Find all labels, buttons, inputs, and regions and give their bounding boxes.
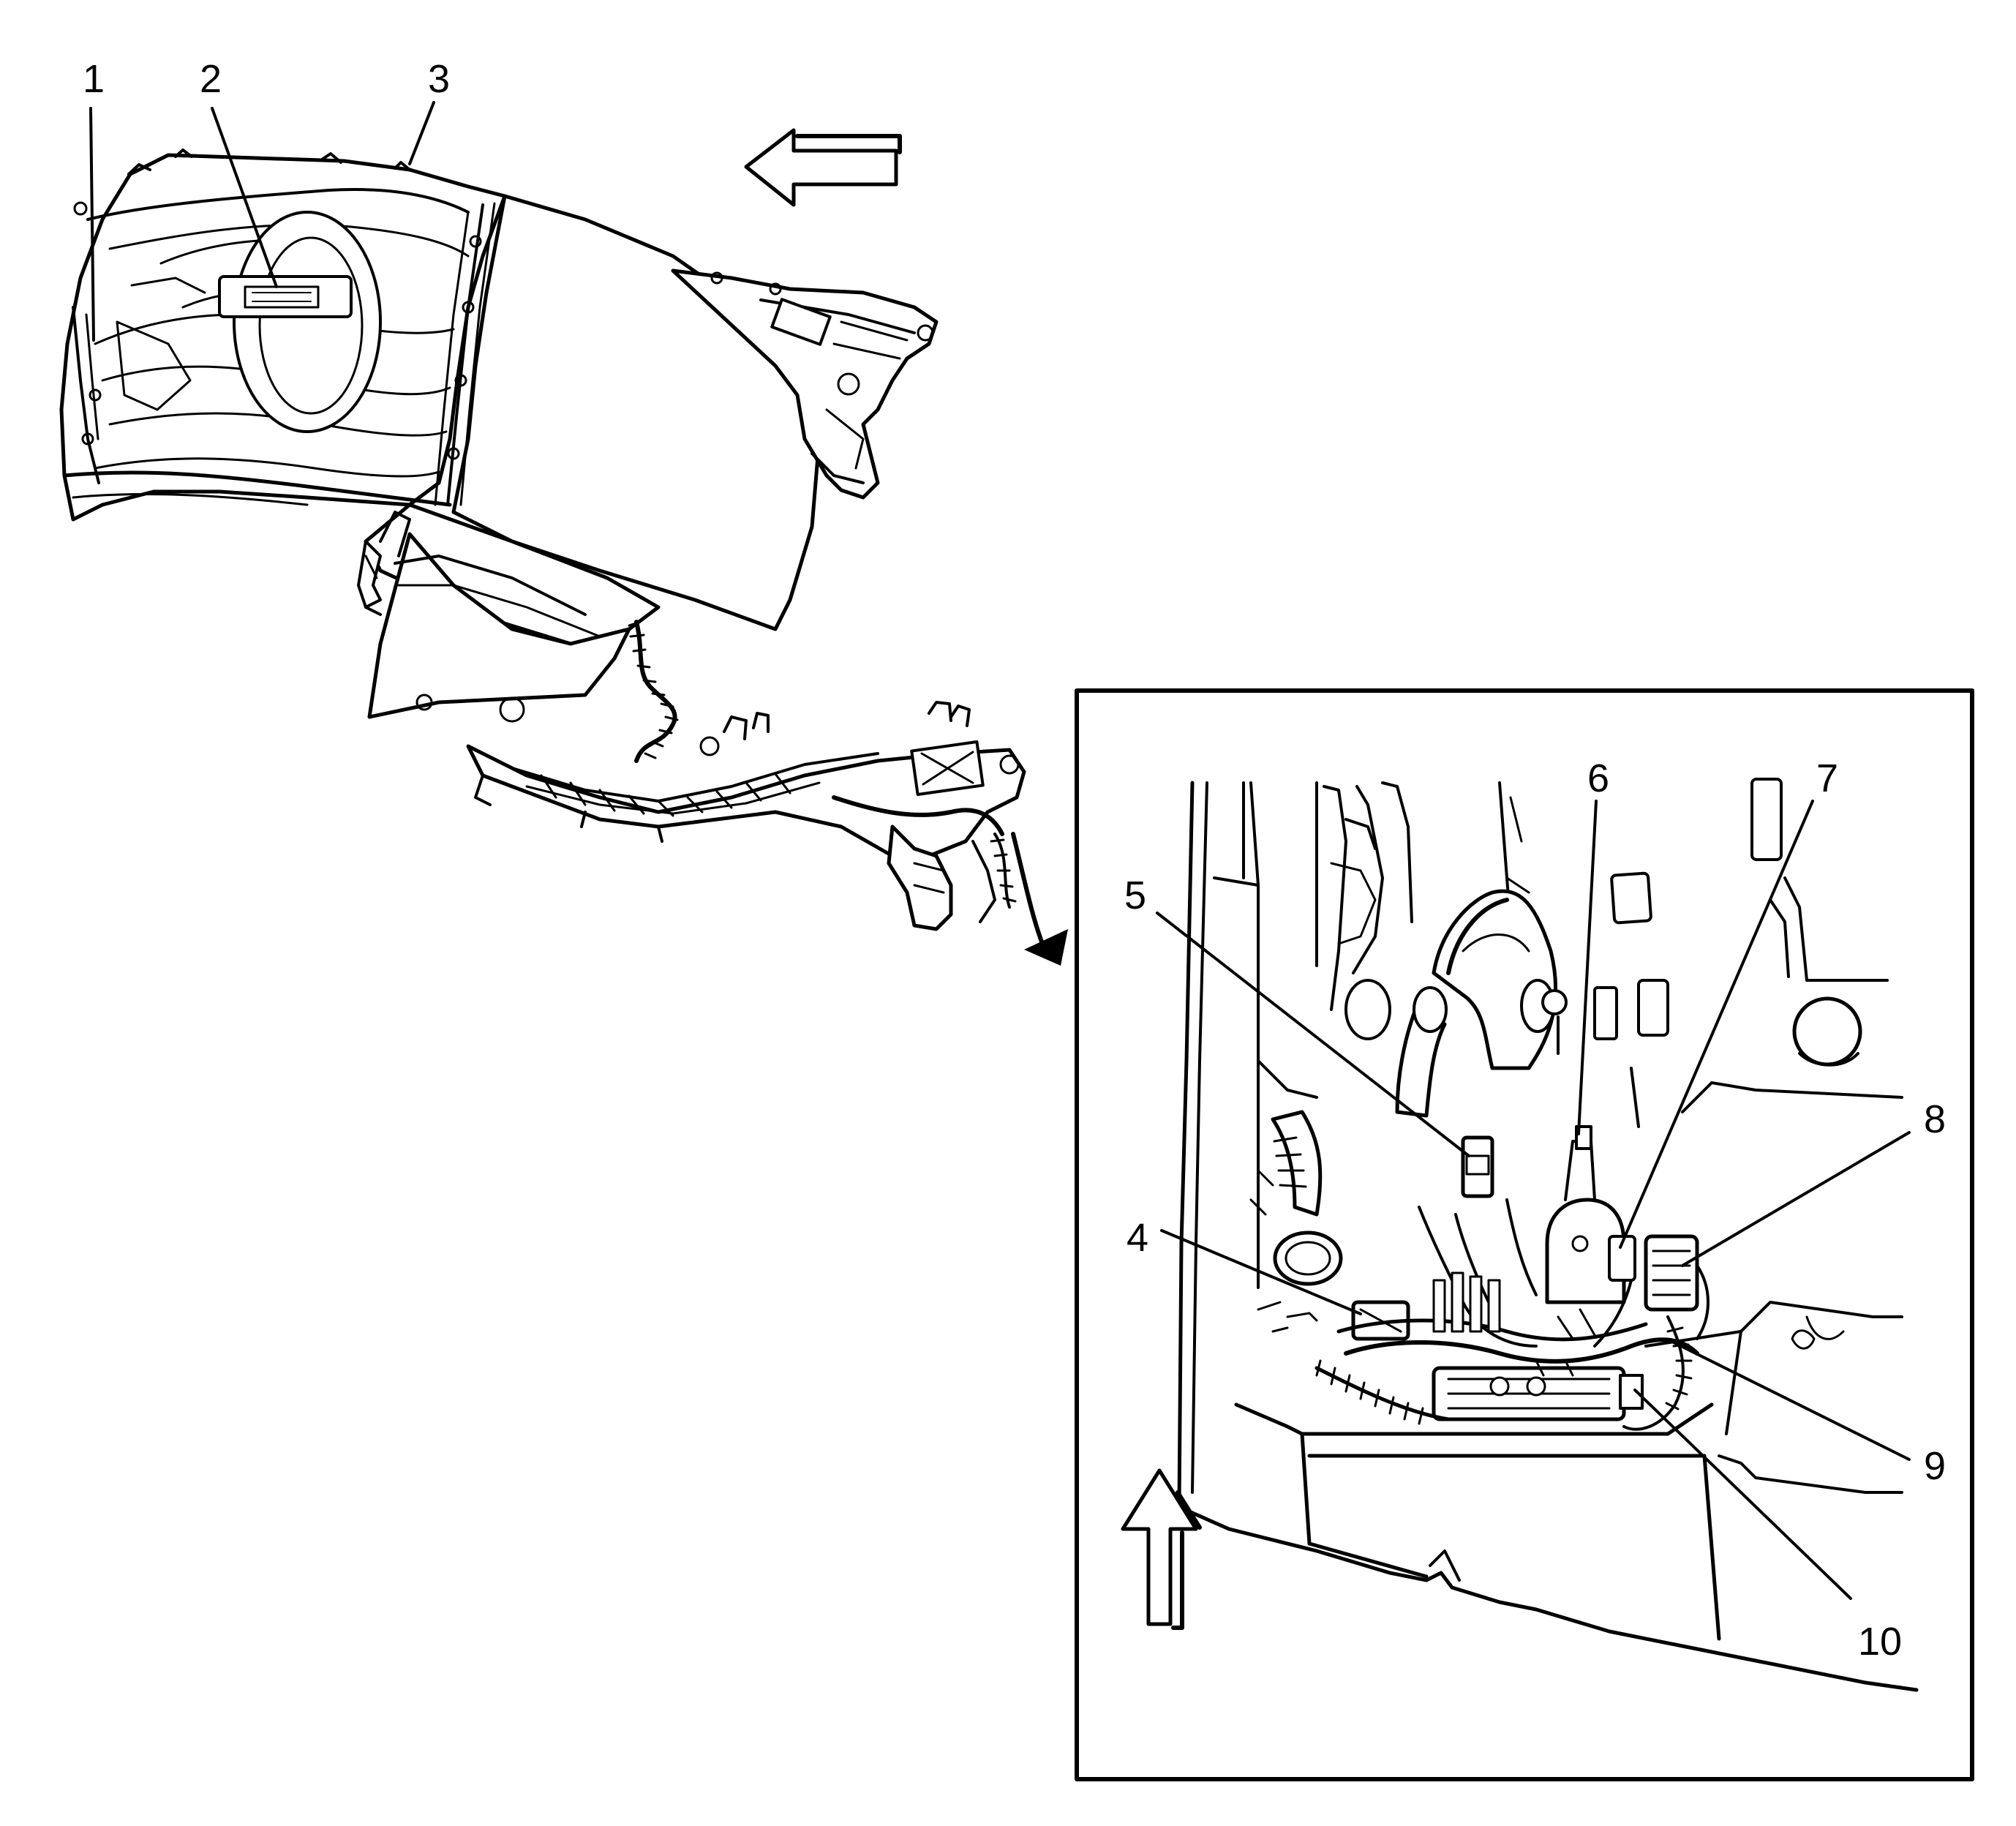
leader-line-10 [1633,1389,1852,1600]
up-arrow-icon [1121,1468,1202,1630]
callout-6: 6 [1587,756,1609,800]
detail-inset [1075,688,1974,1781]
leader-line-6 [1577,800,1598,1135]
callout-9: 9 [1924,1444,1946,1488]
inset-upper-components [1249,781,1530,1216]
module-7 [1608,1235,1636,1282]
curved-arrow-icon [1011,832,1068,966]
callout-1: 1 [83,57,105,101]
inset-harness [1257,1198,1816,1431]
leader-line-4 [1160,1229,1362,1315]
callout-labels: 1 2 3 4 5 6 7 8 9 10 [83,57,1946,1664]
leader-line-5 [1156,912,1470,1157]
left-arrow-icon [744,128,902,207]
leader-line-3 [408,101,435,165]
leader-line-9 [1668,1339,1911,1461]
frame-rail [466,701,1026,931]
inset-left-hose [1271,986,1448,1286]
leader-line-8 [1681,1131,1911,1267]
callout-5: 5 [1124,873,1146,917]
module-10 [1432,1366,1644,1421]
callout-10: 10 [1858,1620,1902,1664]
callout-7: 7 [1816,756,1838,800]
leader-line-7 [1619,800,1814,1249]
leader-lines [89,101,1911,1600]
main-assembly-view [59,149,1026,931]
module-4 [1351,1300,1410,1341]
lower-rail [364,503,679,763]
callout-8: 8 [1924,1097,1946,1141]
leader-line-1 [89,107,95,342]
module-8 [1644,1234,1710,1340]
callout-2: 2 [200,57,222,101]
connector-5 [1461,1135,1494,1198]
upper-bracket [671,268,939,500]
lower-left-bracket [357,540,382,609]
callout-3: 3 [428,57,450,101]
leader-line-2 [211,107,278,288]
inset-hose [1432,889,1568,1070]
callout-4: 4 [1127,1216,1148,1260]
